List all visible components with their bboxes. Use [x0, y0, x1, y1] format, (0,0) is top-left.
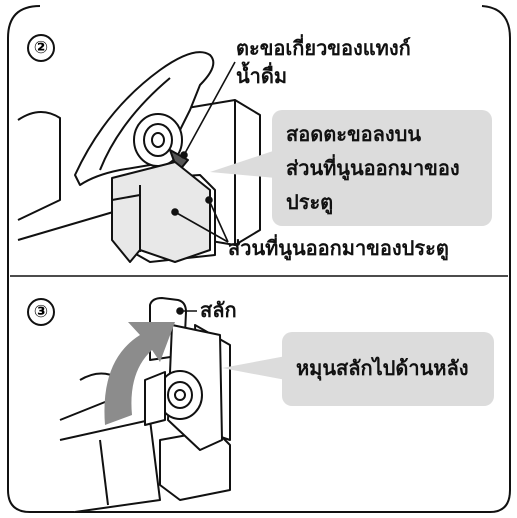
step3-callout-pointer	[222, 356, 286, 380]
step2-callout-line1: สอดตะขอลงบน	[286, 122, 422, 146]
step2-callout-pointer	[210, 150, 276, 178]
rotate-arrow	[104, 322, 175, 425]
step2-callout-line3: ประตู	[286, 190, 334, 214]
step3-callout	[282, 332, 494, 406]
step3-leaders	[176, 307, 197, 315]
hook-tip	[169, 149, 189, 173]
step2-label-hook-line1: ตะขอเกี่ยวของแทงก์	[236, 36, 411, 60]
step2-label-protrusion: ส่วนที่นูนออกมาของประตู	[228, 236, 449, 260]
step2-callout	[272, 110, 492, 226]
step2-callout-line2: ส่วนที่นูนออกมาของ	[286, 156, 460, 180]
step3-number: ③	[27, 298, 55, 326]
step3-illustration	[59, 297, 231, 513]
step2-leaders	[171, 61, 236, 243]
step3-callout-text: หมุนสลักไปด้านหลัง	[296, 356, 469, 380]
device-outline-left	[17, 111, 61, 221]
device-base	[59, 419, 161, 513]
step2-label-hook-line2: น้ำดื่ม	[236, 64, 288, 88]
step3-label-latch: สลัก	[200, 298, 237, 322]
step2-illustration	[17, 51, 261, 263]
step2-number: ②	[27, 34, 55, 62]
door-frame	[111, 161, 211, 263]
frame-border	[7, 5, 511, 513]
